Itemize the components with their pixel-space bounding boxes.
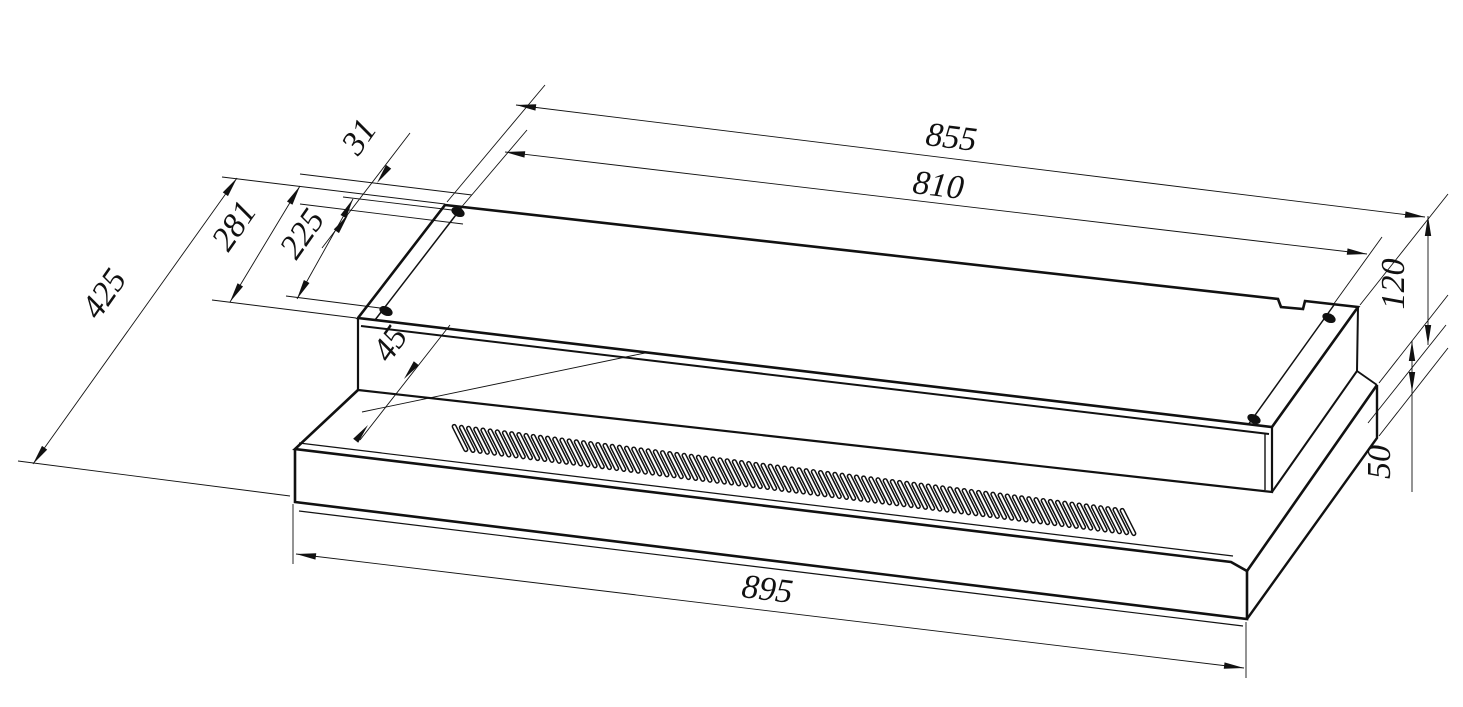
arrowhead [1424,325,1432,345]
arrowhead [222,178,237,197]
arrowhead [505,151,526,158]
extension-line [342,196,453,211]
arrowhead [286,186,300,205]
screw-dot [1322,312,1336,324]
extension-line [299,203,464,225]
arrowhead [1223,662,1244,669]
dimension-label: 810 [911,164,966,207]
extension-line [1378,347,1449,437]
panel-right-face [1246,385,1379,620]
arrowhead [33,445,48,464]
hood-panel-junction [1356,370,1378,386]
dimension-45: 45 [353,319,646,443]
extension-line [1367,324,1447,424]
hood-top-inner-left [374,206,463,321]
extension-line [211,299,357,319]
dimension-label: 120 [1375,259,1412,310]
dimension-line [515,104,1426,218]
dimension-label: 281 [205,194,265,257]
hood-top-front-edge-2 [360,325,1270,435]
dimension-label: 50 [1361,445,1398,479]
dimension-label: 31 [334,112,384,162]
arrowhead [1404,211,1425,218]
dimension-120: 120 [1367,216,1447,424]
dimension-810: 810 [458,129,1383,306]
extension-line [221,176,446,205]
hood-front-face [356,318,1274,494]
arrowhead [1408,372,1416,392]
dimension-line [295,553,1245,669]
arrowhead [353,425,368,443]
extension-line [299,173,473,196]
dimension-label: 855 [924,116,979,159]
arrowhead [297,279,310,299]
panel-top [292,384,1379,573]
arrowhead [340,199,353,219]
body-outline [292,203,1379,627]
dimension-895: 895 [292,504,1247,678]
extension-line [1332,236,1383,306]
dimension-line [504,151,1368,255]
arrowhead [1346,248,1367,255]
arrowhead [404,361,419,379]
arrowhead [377,164,392,183]
extension-line [1378,294,1449,384]
screw-dot [1247,413,1261,425]
dimension-855: 855 [446,84,1449,306]
dimension-label: 225 [273,202,333,265]
dimension-label: 425 [75,262,135,325]
panel-bottom-thin [298,510,1244,627]
hood-right-face [1271,306,1359,493]
dimension-label: 895 [740,568,795,611]
screw-dot [451,206,465,218]
vent-slots [451,423,1137,537]
extension-line [446,84,546,203]
extension-line [285,295,381,309]
panel-front-face [293,449,1249,621]
extension-line [17,460,291,497]
arrowhead [333,215,348,234]
dimension-50: 50 [1361,294,1449,492]
mounting-screws [379,206,1336,425]
arrowhead [1408,341,1416,361]
arrowhead [1424,216,1432,236]
dimension-line [359,324,451,441]
extension-line [458,129,528,211]
arrowhead [516,104,537,111]
screw-dot [379,305,393,317]
dimension-line [229,185,301,303]
panel-front-edge-thin [298,442,1234,557]
dimension-225: 225 [273,196,453,309]
extension-line [361,352,646,413]
extension-line [1359,193,1449,306]
dimension-281: 281 [205,185,357,319]
hood-top-inner-right [1247,304,1335,426]
hood-top-face [355,203,1361,429]
dimension-line [32,177,238,465]
arrowhead [230,283,244,302]
arrowhead [296,553,317,560]
